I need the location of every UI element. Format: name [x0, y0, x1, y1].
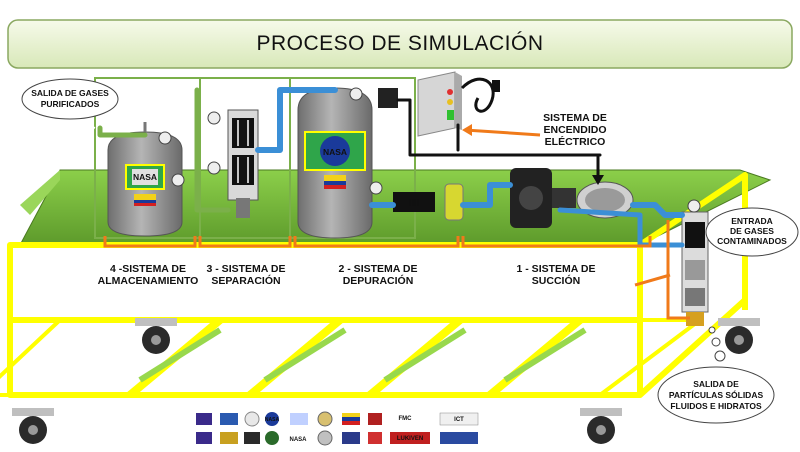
wheels — [12, 318, 760, 444]
svg-text:2 - SISTEMA DE: 2 - SISTEMA DE — [339, 263, 418, 275]
arrow-down-icon — [592, 175, 604, 185]
stage-1-label: 1 - SISTEMA DE SUCCIÓN — [517, 263, 596, 287]
svg-text:DE GASES: DE GASES — [730, 226, 774, 236]
svg-text:3 - SISTEMA DE: 3 - SISTEMA DE — [207, 263, 286, 275]
svg-text:PARTÍCULAS SÓLIDAS: PARTÍCULAS SÓLIDAS — [669, 389, 764, 400]
callout-arrows — [59, 114, 690, 320]
svg-text:1 - SISTEMA DE: 1 - SISTEMA DE — [517, 263, 596, 275]
electrical-panel — [417, 71, 500, 137]
svg-text:LUKIVEN: LUKIVEN — [397, 436, 423, 442]
svg-text:FLUIDOS E HIDRATOS: FLUIDOS E HIDRATOS — [670, 401, 762, 411]
logo-row-1: NASA FMC ICT — [196, 411, 479, 427]
svg-text:NASA: NASA — [265, 417, 280, 423]
purification-tank: NASA — [297, 87, 398, 239]
svg-text:ELÉCTRICO: ELÉCTRICO — [545, 135, 606, 148]
power-cord-icon — [460, 77, 495, 113]
svg-text:ENTRADA: ENTRADA — [731, 216, 773, 226]
svg-text:ENCENDIDO: ENCENDIDO — [543, 124, 606, 136]
gauge-icon — [687, 199, 701, 213]
stage-brackets — [103, 236, 652, 248]
cloud-entrada-gases: ENTRADA DE GASES CONTAMINADOS — [705, 207, 799, 257]
logo-row-2: NASA LUKIVEN — [196, 430, 478, 446]
svg-text:DEPURACIÓN: DEPURACIÓN — [343, 274, 414, 287]
gauge-icon — [171, 173, 185, 187]
svg-text:SALIDA DE: SALIDA DE — [693, 379, 739, 389]
storage-tank: NASA — [107, 122, 185, 237]
inline-filter: |||| — [393, 183, 464, 221]
svg-text:PURIFICADOS: PURIFICADOS — [41, 99, 100, 109]
gauge-icon — [349, 87, 363, 101]
svg-text:SALIDA DE GASES: SALIDA DE GASES — [31, 88, 109, 98]
svg-text:FMC: FMC — [399, 416, 413, 422]
suction-pump — [510, 155, 634, 228]
svg-text:SISTEMA DE: SISTEMA DE — [543, 112, 607, 124]
svg-text:ALMACENAMIENTO: ALMACENAMIENTO — [98, 275, 199, 287]
gauge-icon — [158, 131, 172, 145]
nasa-tag: NASA — [323, 147, 347, 157]
controller-box — [378, 88, 398, 108]
wheel-icon — [12, 408, 54, 444]
svg-text:SEPARACIÓN: SEPARACIÓN — [211, 274, 280, 287]
pipes — [97, 87, 685, 248]
nasa-tag: NASA — [133, 172, 157, 182]
gauge-icon — [207, 161, 221, 175]
page-title: PROCESO DE SIMULACIÓN — [256, 32, 543, 55]
inlet-filter-column — [681, 199, 709, 326]
frame-cross-bars — [138, 327, 587, 383]
label-sistema-encendido: SISTEMA DE ENCENDIDO ELÉCTRICO — [543, 112, 607, 148]
svg-text:4 -SISTEMA DE: 4 -SISTEMA DE — [110, 263, 186, 275]
separation-filter — [207, 109, 259, 218]
gauge-icon — [207, 111, 221, 125]
svg-text:SUCCIÓN: SUCCIÓN — [532, 274, 580, 287]
filter-label: |||| — [409, 197, 419, 207]
stage-4-label: 4 -SISTEMA DE ALMACENAMIENTO — [98, 263, 199, 287]
wheel-icon — [580, 408, 622, 444]
svg-text:CONTAMINADOS: CONTAMINADOS — [717, 236, 787, 246]
cloud-salida-gases: SALIDA DE GASES PURIFICADOS — [21, 78, 119, 120]
wheel-icon — [135, 318, 177, 354]
svg-text:ICT: ICT — [454, 417, 464, 423]
wheel-icon — [718, 318, 760, 354]
cloud-salida-particulas: SALIDA DE PARTÍCULAS SÓLIDAS FLUIDOS E H… — [657, 326, 775, 424]
logos-strip: NASA FMC ICT NASA LUKIVEN — [190, 410, 490, 450]
title-box: PROCESO DE SIMULACIÓN — [7, 19, 793, 69]
stage-2-label: 2 - SISTEMA DE DEPURACIÓN — [339, 263, 418, 287]
gauge-icon — [369, 181, 383, 195]
arrow-left-icon — [462, 124, 472, 136]
svg-text:NASA: NASA — [289, 437, 307, 443]
stage-3-label: 3 - SISTEMA DE SEPARACIÓN — [207, 263, 286, 287]
